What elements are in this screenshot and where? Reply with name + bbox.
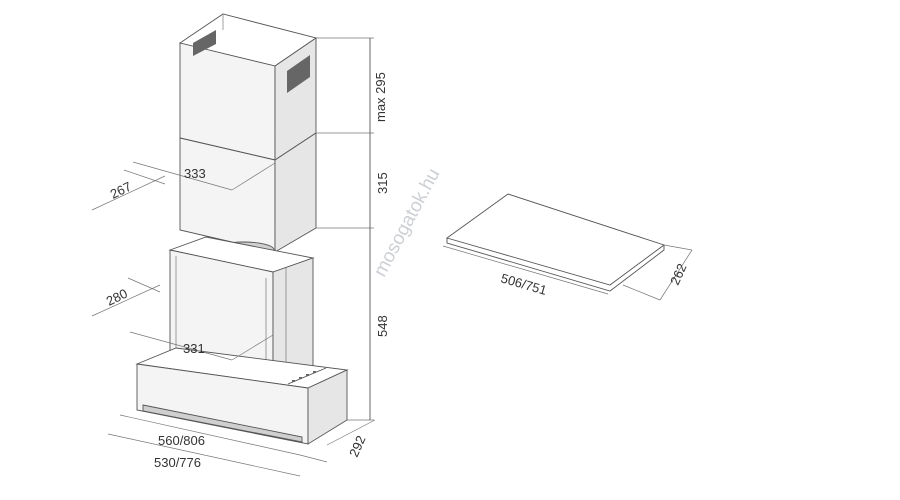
dim-body-width: 331 bbox=[183, 341, 205, 356]
filter-panel bbox=[442, 193, 693, 301]
dim-body-depth: 280 bbox=[104, 286, 130, 309]
dim-body-height: 548 bbox=[375, 315, 390, 337]
vent-slots-right bbox=[287, 55, 310, 93]
dim-lower-chimney-height: 315 bbox=[375, 172, 390, 194]
vertical-dimension-lines bbox=[316, 37, 374, 421]
control-panel bbox=[287, 367, 327, 385]
canopy-leaders bbox=[107, 414, 376, 477]
chimney-leaders bbox=[91, 161, 276, 211]
vent-slots-left bbox=[193, 30, 216, 56]
dim-chimney-depth: 267 bbox=[108, 179, 134, 202]
dim-filter-depth: 262 bbox=[667, 261, 690, 287]
hood-canopy bbox=[135, 347, 349, 445]
body-leaders bbox=[91, 277, 274, 361]
upper-chimney bbox=[178, 13, 318, 161]
dim-hood-width-inner: 530/776 bbox=[154, 455, 201, 470]
dim-hood-depth: 292 bbox=[346, 433, 369, 459]
dim-chimney-width: 333 bbox=[184, 166, 206, 181]
dim-chimney-height: max 295 bbox=[373, 72, 388, 122]
dim-hood-width-outer: 560/806 bbox=[158, 433, 205, 448]
